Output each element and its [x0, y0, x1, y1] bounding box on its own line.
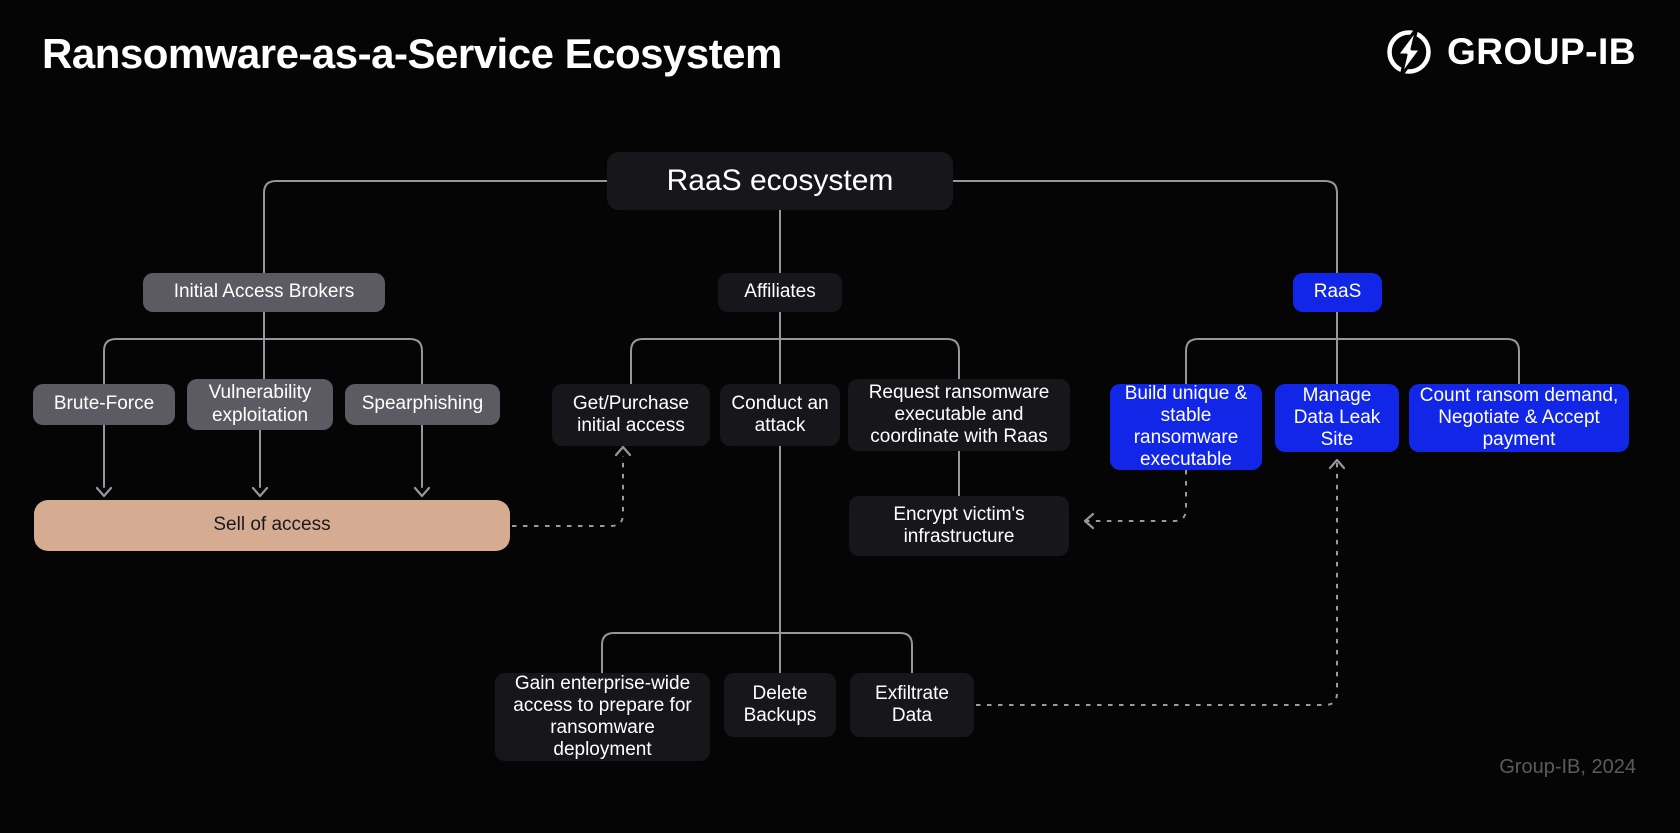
node-manage-data-leak-site: Manage Data Leak Site — [1275, 384, 1399, 452]
connector-affiliates-bar — [630, 338, 960, 385]
node-encrypt-victims-infrastructure: Encrypt victim's infrastructure — [849, 496, 1069, 556]
footer-credit: Group-IB, 2024 — [1499, 756, 1636, 778]
arrowhead-down-icon — [413, 486, 431, 498]
brand-logo: GROUP-IB — [1383, 26, 1636, 78]
dashed-sell-to-getpurchase — [512, 456, 624, 527]
arrowhead-down-icon — [95, 486, 113, 498]
node-spearphishing: Spearphishing — [345, 384, 500, 425]
node-count-ransom-demand: Count ransom demand, Negotiate & Accept … — [1409, 384, 1629, 452]
node-raas: RaaS — [1293, 273, 1382, 312]
node-build-unique-executable: Build unique & stable ransomware executa… — [1110, 383, 1262, 470]
node-sell-of-access: Sell of access — [34, 500, 510, 551]
group-ib-logo-icon — [1387, 26, 1431, 78]
node-exfiltrate-data: Exfiltrate Data — [850, 673, 974, 737]
brand-name: GROUP-IB — [1447, 31, 1636, 72]
arrowhead-up-icon — [1328, 458, 1346, 470]
node-vulnerability-exploitation: Vulnerability exploitation — [187, 379, 333, 430]
connector-raas-bar — [1185, 338, 1520, 385]
node-brute-force: Brute-Force — [33, 384, 175, 425]
node-get-purchase-initial-access: Get/Purchase initial access — [552, 384, 710, 446]
node-delete-backups: Delete Backups — [724, 673, 836, 737]
arrowhead-left-icon — [1083, 512, 1095, 530]
node-affiliates: Affiliates — [718, 273, 842, 312]
node-raas-ecosystem: RaaS ecosystem — [607, 152, 953, 210]
arrowhead-down-icon — [251, 486, 269, 498]
connector-root-to-raas — [952, 180, 1338, 274]
dashed-build-to-encrypt — [1086, 470, 1187, 522]
node-conduct-an-attack: Conduct an attack — [720, 384, 840, 446]
connector-attack-bar — [601, 632, 913, 674]
arrowhead-up-icon — [614, 445, 632, 457]
connector-iab-bar — [103, 338, 423, 385]
node-gain-enterprise-access: Gain enterprise-wide access to prepare f… — [495, 673, 710, 761]
node-initial-access-brokers: Initial Access Brokers — [143, 273, 385, 312]
page-title: Ransomware-as-a-Service Ecosystem — [42, 30, 782, 77]
connector-root-to-iab — [263, 180, 608, 274]
node-request-ransomware: Request ransomware executable and coordi… — [848, 379, 1070, 451]
